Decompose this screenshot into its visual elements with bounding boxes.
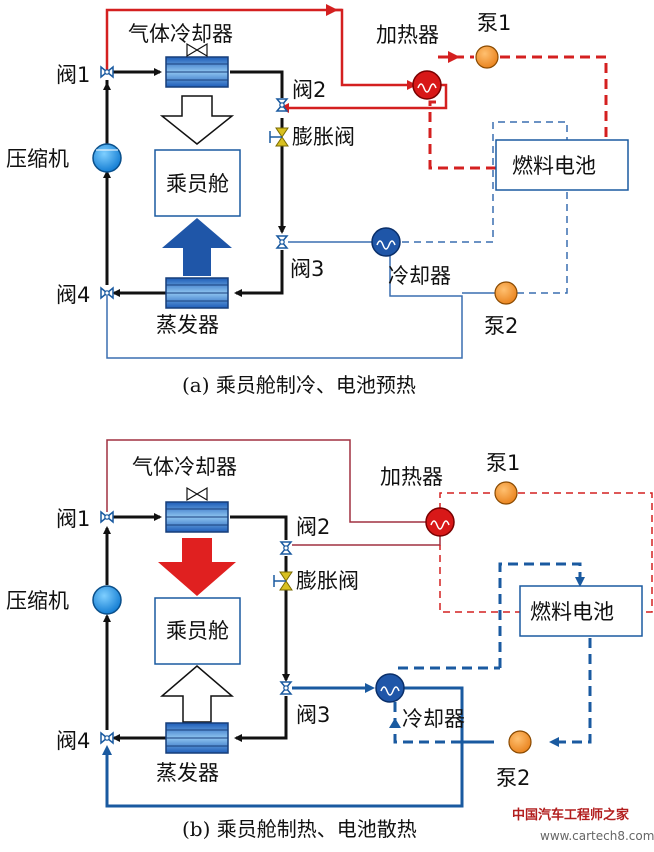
cabin-cool-arrow-a: [162, 218, 232, 276]
panel-b: 气体冷却器 加热器 泵1 阀1 阀2 膨胀阀 压缩机 乘员舱 燃料电池 阀3 冷…: [6, 439, 653, 841]
gas-cooler-icon: [165, 42, 229, 88]
label-valve1-a: 阀1: [56, 63, 90, 87]
label-valve4-b: 阀4: [56, 729, 90, 753]
evaporator-icon: [165, 277, 229, 309]
pump2-icon-b: [508, 730, 532, 754]
label-pump1-b: 泵1: [486, 451, 520, 475]
label-cooler-a: 冷却器: [388, 264, 451, 288]
label-gas-cooler-b: 气体冷却器: [132, 455, 237, 479]
cooler-icon-a: [371, 227, 401, 257]
cabin-heat-arrow-b: [158, 538, 236, 596]
label-expansion-valve-b: 膨胀阀: [296, 569, 359, 593]
pump1-icon: [475, 45, 499, 69]
label-evaporator-b: 蒸发器: [156, 761, 219, 785]
coolant-dashed-b: [393, 702, 462, 744]
label-cabin-a: 乘员舱: [166, 172, 229, 196]
compressor-icon-b: [92, 585, 122, 615]
label-compressor-b: 压缩机: [6, 589, 69, 613]
heater-icon-b: [425, 507, 455, 537]
label-pump2-a: 泵2: [484, 314, 518, 338]
label-heater-a: 加热器: [376, 23, 439, 47]
cooler-icon-b: [375, 673, 405, 703]
watermark-url: www.cartech8.com: [540, 829, 654, 843]
label-cooler-b: 冷却器: [402, 707, 465, 731]
expansion-valve-icon-b: [273, 571, 293, 591]
label-fuel-cell-a: 燃料电池: [512, 154, 596, 178]
evaporator-icon-b: [165, 722, 229, 754]
label-pump1-a: 泵1: [477, 11, 511, 35]
gas-cooler-icon-b: [165, 486, 229, 533]
label-valve4-a: 阀4: [56, 283, 90, 307]
valve3-icon: [276, 235, 288, 249]
valve2-icon: [276, 98, 288, 112]
expansion-valve-icon: [269, 127, 289, 147]
watermark: 中国汽车工程师之家 www.cartech8.com: [512, 807, 654, 843]
label-evaporator-a: 蒸发器: [156, 313, 219, 337]
hot-loop-dashed-b: [439, 492, 653, 613]
caption-b: (b) 乘员舱制热、电池散热: [182, 817, 417, 841]
label-fuel-cell-b: 燃料电池: [530, 600, 614, 624]
coolant-dashed-a: [390, 121, 568, 243]
label-gas-cooler-a: 气体冷却器: [128, 22, 233, 46]
cabin-box-b: [154, 597, 241, 665]
label-valve3-a: 阀3: [290, 257, 324, 281]
panel-a: 气体冷却器 加热器 泵1 阀1 阀2 膨胀阀 压缩机 乘员舱 燃料电池 阀3 冷…: [6, 4, 629, 397]
watermark-cn: 中国汽车工程师之家: [512, 807, 630, 823]
heater-icon: [412, 70, 442, 100]
valve4-icon-b: [100, 732, 114, 744]
valve3-icon-b: [280, 681, 292, 695]
valve1-icon-b: [100, 511, 114, 523]
caption-a: (a) 乘员舱制冷、电池预热: [182, 373, 416, 397]
heater-line-b: [106, 439, 428, 523]
cabin-cool-arrow-b: [159, 665, 235, 723]
label-pump2-b: 泵2: [496, 766, 530, 790]
cabin-heat-arrow-a: [159, 95, 235, 145]
pump2-icon-a: [494, 281, 518, 305]
label-compressor-a: 压缩机: [6, 147, 69, 171]
fuel-cell-box-b: [519, 585, 643, 637]
coolant-loop-a: [106, 241, 463, 359]
label-heater-b: 加热器: [380, 465, 443, 489]
valve2-icon-b: [280, 541, 292, 555]
label-valve2-b: 阀2: [296, 515, 330, 539]
refrigerant-loop-a: [105, 72, 160, 158]
label-valve3-b: 阀3: [296, 703, 330, 727]
compressor-icon: [92, 143, 122, 173]
label-cabin-b: 乘员舱: [166, 619, 229, 643]
label-valve1-b: 阀1: [56, 507, 90, 531]
label-valve2-a: 阀2: [292, 78, 326, 102]
fuel-cell-box-a: [495, 139, 629, 191]
coolant-dashed-a2: [517, 192, 568, 294]
cabin-box-a: [154, 149, 241, 217]
pump1-icon-b: [494, 481, 518, 505]
red-return-a: [279, 83, 448, 113]
label-expansion-valve-a: 膨胀阀: [292, 125, 355, 149]
